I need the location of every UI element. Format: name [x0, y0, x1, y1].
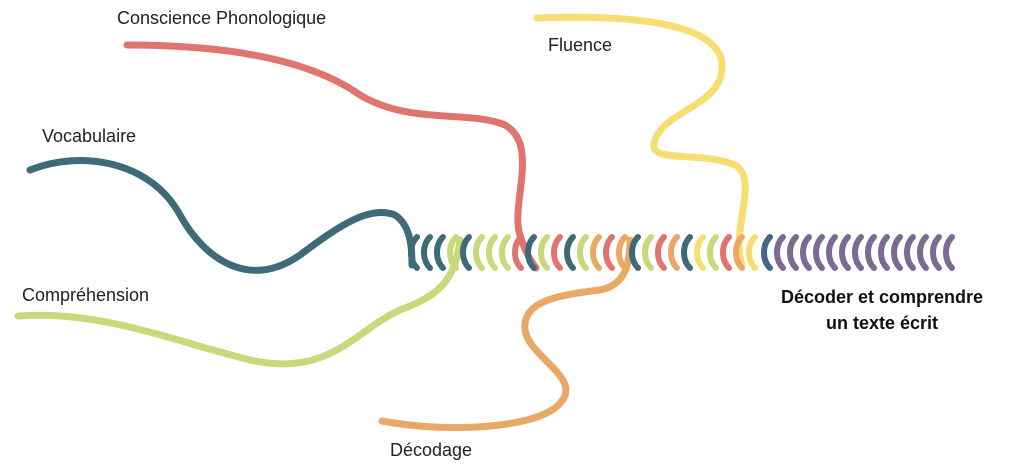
- rope-merged-twist: [826, 234, 838, 271]
- rope-twist: [499, 234, 511, 271]
- rope-merged-twist: [813, 234, 825, 271]
- rope-twist: [642, 234, 654, 271]
- rope-merged-twist: [878, 234, 890, 271]
- rope-twist: [473, 234, 485, 271]
- rope-twist: [538, 234, 550, 271]
- strand-fluence: [533, 13, 749, 269]
- rope-twist: [720, 234, 732, 271]
- rope-twist: [707, 234, 719, 271]
- rope-twist: [590, 234, 602, 271]
- rope-merged-twist: [891, 234, 903, 271]
- rope-twist: [655, 234, 667, 271]
- rope-twist: [551, 234, 563, 271]
- label-fluence: Fluence: [548, 35, 613, 55]
- rope-twist: [746, 234, 758, 271]
- rope-merged-section: [761, 234, 955, 271]
- rope-twist: [408, 234, 420, 271]
- strand-vocabulaire: [26, 157, 416, 274]
- result-line-2: un texte écrit: [825, 313, 939, 333]
- result-label: Décoder et comprendre un texte écrit: [752, 284, 1012, 336]
- rope-twist: [421, 234, 433, 271]
- rope-twist: [512, 234, 524, 271]
- rope-twists: [408, 234, 758, 271]
- rope-twist: [486, 234, 498, 271]
- result-line-1: Décoder et comprendre: [780, 287, 984, 307]
- label-decodage: Décodage: [390, 440, 473, 460]
- rope-merged-twist: [774, 234, 786, 271]
- rope-twist: [668, 234, 680, 271]
- rope-twist: [434, 234, 446, 271]
- strand-decodage: [378, 236, 634, 431]
- rope-merged-twist: [852, 234, 864, 271]
- rope-twist: [525, 234, 537, 271]
- rope-twist: [616, 234, 628, 271]
- rope-twist: [681, 234, 693, 271]
- rope-merged-twist: [904, 234, 916, 271]
- rope-merged-twist: [917, 234, 929, 271]
- rope-merged-twist: [865, 234, 877, 271]
- rope-twist: [460, 234, 472, 271]
- rope-twist: [603, 234, 615, 271]
- rope-twist: [447, 234, 459, 271]
- rope-twist: [733, 234, 745, 271]
- rope-twist: [564, 234, 576, 271]
- rope-twist: [577, 234, 589, 271]
- rope-merged-twist: [943, 234, 955, 271]
- rope-twist: [694, 234, 706, 271]
- rope-merged-twist: [787, 234, 799, 271]
- rope-merged-twist: [800, 234, 812, 271]
- strand-comprehension: [14, 236, 464, 368]
- rope-merged-twist: [761, 234, 773, 271]
- label-conscience-phonologique: Conscience Phonologique: [117, 8, 327, 28]
- label-vocabulaire: Vocabulaire: [42, 126, 137, 146]
- label-comprehension: Compréhension: [22, 285, 150, 305]
- rope-merged-twist: [839, 234, 851, 271]
- rope-twist: [629, 234, 641, 271]
- rope-merged-twist: [930, 234, 942, 271]
